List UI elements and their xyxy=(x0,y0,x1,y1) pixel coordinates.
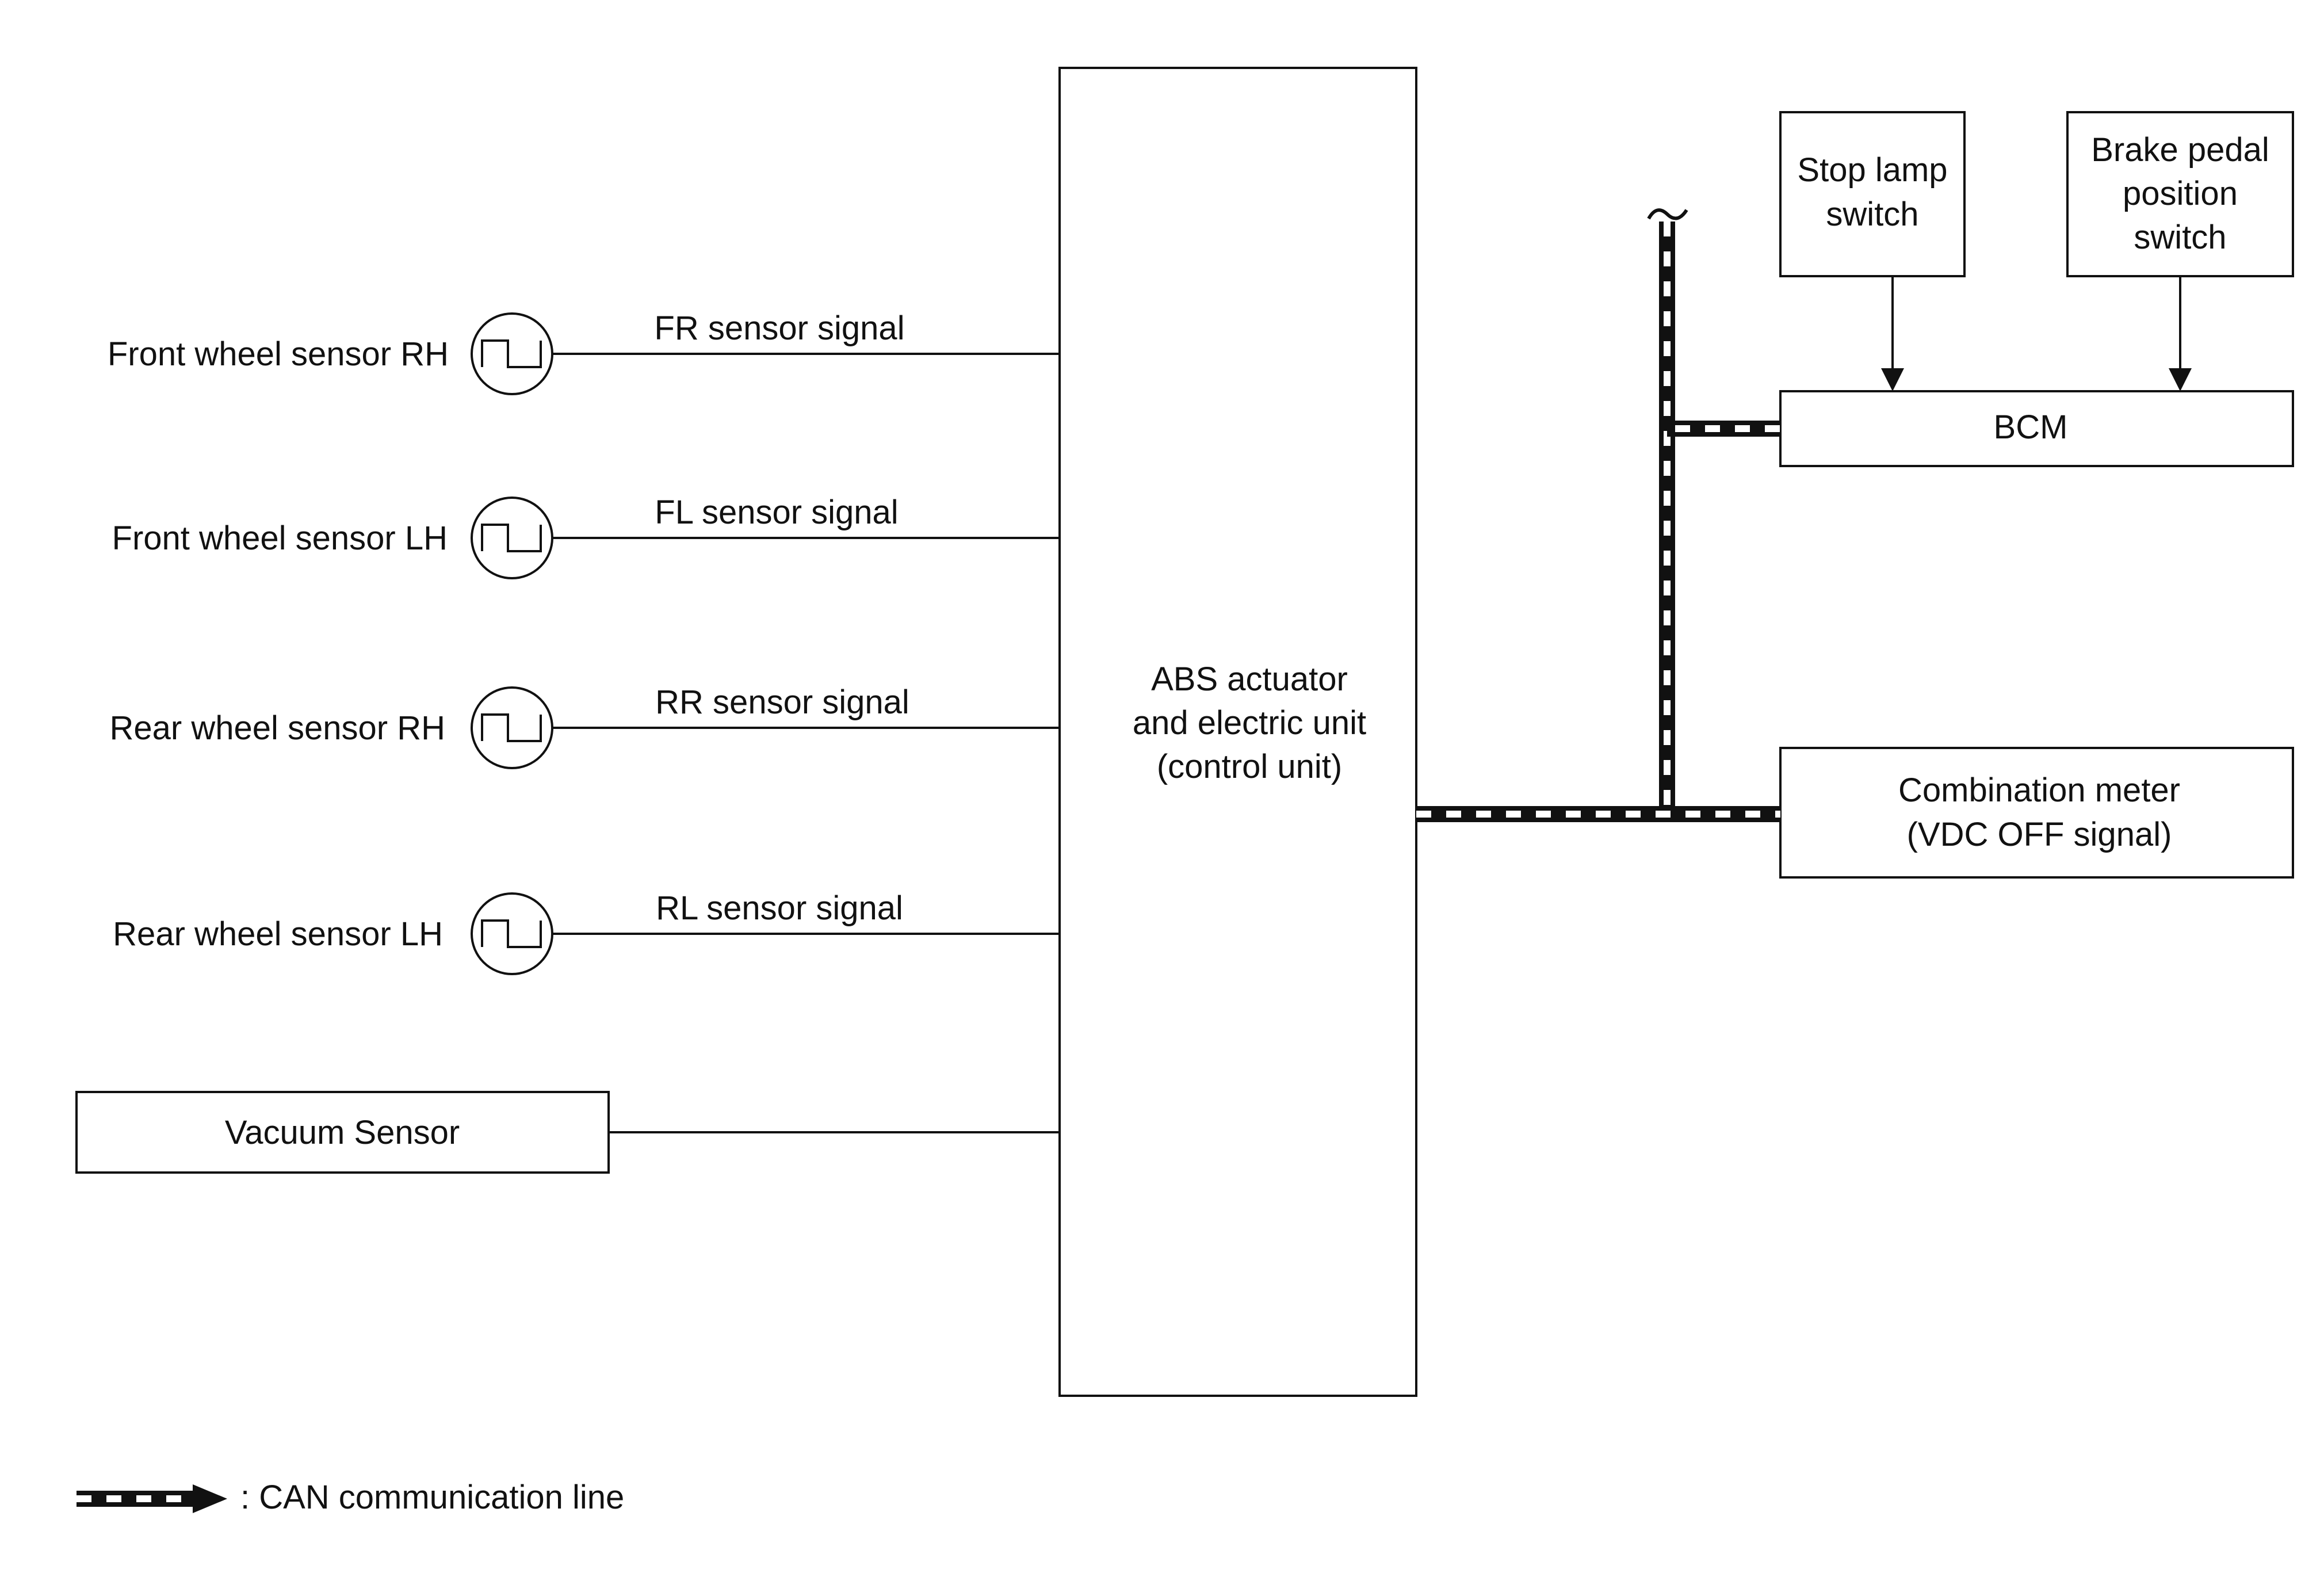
abs-unit-label-line2: and electric unit xyxy=(1133,704,1366,742)
rr-signal-label: RR sensor signal xyxy=(655,684,909,721)
front-wheel-sensor-lh-label: Front wheel sensor LH xyxy=(112,520,448,557)
brake-pedal-switch-label-line2: position xyxy=(2123,175,2238,212)
combination-meter-label-line1: Combination meter xyxy=(1898,772,2180,809)
brake-pedal-switch-label-line3: switch xyxy=(2134,219,2226,256)
abs-unit: ABS actuator and electric unit (control … xyxy=(1058,67,1417,1397)
brake-pedal-position-switch: Brake pedal position switch xyxy=(2066,111,2294,391)
abs-unit-label-line3: (control unit) xyxy=(1157,748,1342,785)
stop-lamp-switch-label-line1: Stop lamp xyxy=(1797,151,1947,189)
rear-wheel-sensor-lh-label: Rear wheel sensor LH xyxy=(113,915,443,953)
combination-meter-label-line2: (VDC OFF signal) xyxy=(1907,816,2172,853)
front-wheel-sensor-rh-label: Front wheel sensor RH xyxy=(108,335,449,373)
stop-lamp-switch-label-line2: switch xyxy=(1826,196,1918,233)
fl-signal-label: FL sensor signal xyxy=(655,494,898,531)
legend-label: : CAN communication line xyxy=(240,1479,624,1516)
vacuum-sensor: Vacuum Sensor xyxy=(75,1091,1060,1174)
brake-pedal-switch-label-line1: Brake pedal xyxy=(2091,131,2269,169)
rl-signal-label: RL sensor signal xyxy=(656,889,903,927)
front-wheel-sensor-rh: Front wheel sensor RH FR sensor signal xyxy=(108,310,1060,395)
rear-wheel-sensor-lh: Rear wheel sensor LH RL sensor signal xyxy=(113,889,1060,975)
can-communication-network xyxy=(1416,208,1780,822)
abs-unit-label-line1: ABS actuator xyxy=(1151,660,1348,698)
bcm-label: BCM xyxy=(1994,408,2068,446)
legend: : CAN communication line xyxy=(77,1479,624,1516)
combination-meter: Combination meter (VDC OFF signal) xyxy=(1779,747,2294,879)
stop-lamp-switch: Stop lamp switch xyxy=(1779,111,1966,391)
fr-signal-label: FR sensor signal xyxy=(654,310,904,347)
rear-wheel-sensor-rh: Rear wheel sensor RH RR sensor signal xyxy=(110,684,1060,769)
bcm: BCM xyxy=(1779,390,2294,467)
line-continuation-icon xyxy=(1647,208,1688,220)
front-wheel-sensor-lh: Front wheel sensor LH FL sensor signal xyxy=(112,494,1060,579)
can-line-legend-icon xyxy=(77,1484,227,1513)
vacuum-sensor-label: Vacuum Sensor xyxy=(225,1114,460,1151)
rear-wheel-sensor-rh-label: Rear wheel sensor RH xyxy=(110,709,445,747)
